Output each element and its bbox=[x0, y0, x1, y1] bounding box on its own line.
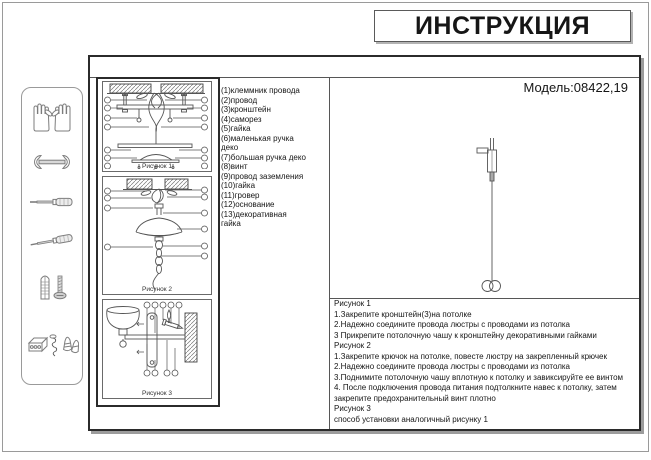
screwdriver-icon bbox=[30, 197, 73, 207]
parts-list-line: (13)декоративная bbox=[221, 209, 287, 219]
figures-box: Рисунок 1 bbox=[96, 77, 220, 407]
parts-list-line: (5)гайка bbox=[221, 124, 251, 133]
title-box: ИНСТРУКЦИЯ bbox=[374, 10, 631, 42]
parts-list-line: деко bbox=[221, 143, 239, 152]
screwdriver-angled-icon bbox=[30, 234, 73, 246]
instruction-line: 4. После подключения провода питания под… bbox=[334, 383, 617, 392]
figure-3-label: Рисунок 3 bbox=[142, 390, 172, 397]
parts-list-line: (3)кронштейн bbox=[221, 105, 271, 114]
figure-1-label: Рисунок 1 bbox=[142, 163, 172, 170]
figure-1-panel: Рисунок 1 bbox=[102, 81, 212, 172]
figure-1-drawing bbox=[104, 83, 208, 169]
instruction-line: 1.Закрепите кронштейн(3)на потолке bbox=[334, 309, 472, 319]
parts-list-line: (10)гайка bbox=[221, 181, 256, 190]
instruction-line: 3 Прикрепите потолочную чашу к кронштейн… bbox=[334, 330, 597, 340]
figure-2-label: Рисунок 2 bbox=[142, 286, 172, 293]
parts-list-line: (12)основание bbox=[221, 200, 275, 209]
vertical-divider bbox=[329, 77, 330, 429]
parts-list-line: (4)саморез bbox=[221, 114, 262, 124]
parts-list-line: (11)гровер bbox=[221, 190, 260, 200]
parts-list-line: (6)маленькая ручка bbox=[221, 133, 294, 143]
parts-list-line: гайка bbox=[221, 219, 241, 228]
figure-3-drawing bbox=[106, 301, 198, 377]
wrench-icon bbox=[34, 154, 70, 170]
pendant-lamp-drawing bbox=[476, 138, 501, 292]
instruction-line: Рисунок 1 bbox=[334, 299, 371, 308]
parts-list-line: (2)провод bbox=[221, 95, 258, 105]
instructions-divider bbox=[329, 298, 639, 299]
parts-list-line: (1)клеммник провода bbox=[221, 86, 300, 95]
figure-3-panel: Рисунок 3 bbox=[102, 299, 212, 399]
figure-2-drawing bbox=[104, 178, 208, 290]
tools-sidebar bbox=[21, 87, 83, 385]
wall-anchor-and-screw-icon bbox=[40, 275, 67, 300]
header-divider bbox=[90, 77, 639, 78]
instruction-line: 1.Закрепите крючок на потолке, повесте л… bbox=[334, 351, 607, 361]
instructions-text: Рисунок 1 1.Закрепите кронштейн(3)на пот… bbox=[334, 299, 635, 425]
gloves-icon bbox=[33, 103, 71, 132]
model-number: Модель:08422,19 bbox=[523, 80, 629, 95]
instruction-line: 2.Надежно соедините провода люстры с про… bbox=[334, 362, 571, 371]
parts-list: (1)клеммник провода (2)провод (3)кронште… bbox=[221, 86, 327, 229]
terminal-and-fasteners-icon bbox=[27, 334, 79, 357]
instruction-line: 2.Надежно соедините провода люстры с про… bbox=[334, 320, 571, 329]
instruction-line: Рисунок 3 bbox=[334, 404, 371, 413]
parts-list-line: (7)большая ручка деко bbox=[221, 152, 306, 162]
parts-list-line: (8)винт bbox=[221, 162, 248, 171]
page-border bbox=[2, 2, 649, 452]
main-content-box: Модель:08422,19 bbox=[88, 55, 641, 431]
instruction-line: Рисунок 2 bbox=[334, 341, 371, 350]
instruction-line: 3.Поднимите потолочную чашу вплотную к п… bbox=[334, 372, 624, 382]
instruction-line: способ установки аналогичный рисунку 1 bbox=[334, 414, 488, 424]
figure-2-panel: Рисунок 2 bbox=[102, 176, 212, 295]
instruction-line: закрепите предохранительный винт плотно bbox=[334, 393, 496, 403]
parts-list-line: (9)провод заземления bbox=[221, 171, 304, 181]
page-title: ИНСТРУКЦИЯ bbox=[414, 11, 591, 40]
